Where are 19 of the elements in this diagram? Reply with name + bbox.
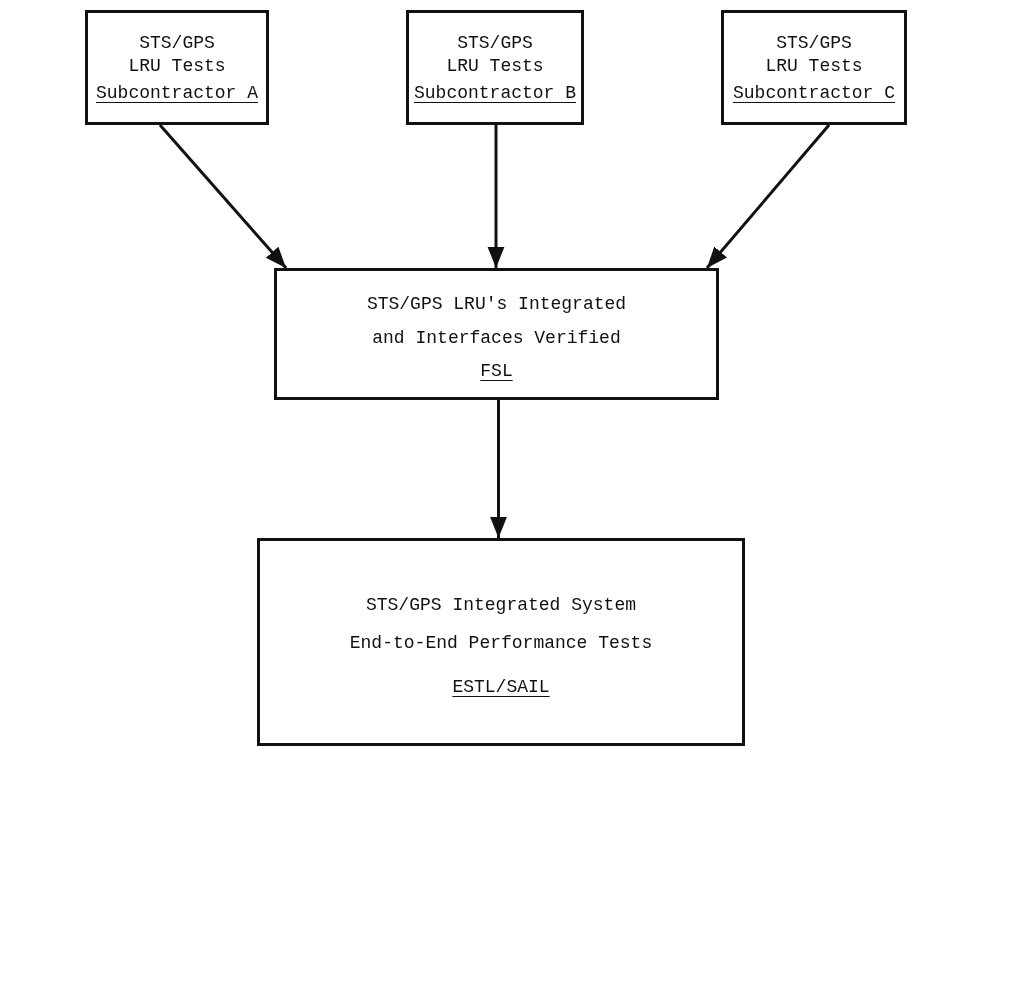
organization-label: Subcontractor B (414, 83, 576, 103)
process-box (257, 538, 745, 746)
box-title: STS/GPS LRU Tests (446, 32, 544, 77)
box-title: STS/GPS LRU's Integrated and Interfaces Verified (365, 292, 628, 350)
box-title: STS/GPS LRU Tests (128, 32, 226, 77)
process-box (721, 10, 907, 125)
arrow (487, 125, 505, 268)
box-title: STS/GPS Integrated System End-to-End Performance Tests (348, 594, 654, 655)
process-box (406, 10, 584, 125)
organization-label: FSL (480, 361, 513, 382)
organization-label: Subcontractor A (96, 83, 258, 103)
organization-label: Subcontractor C (733, 83, 895, 103)
process-box (274, 268, 719, 400)
arrow (158, 124, 288, 269)
organization-label: ESTL/SAIL (452, 676, 550, 697)
process-box (85, 10, 269, 125)
arrow (705, 124, 831, 269)
box-title: STS/GPS LRU Tests (765, 32, 863, 77)
arrow (490, 400, 507, 538)
